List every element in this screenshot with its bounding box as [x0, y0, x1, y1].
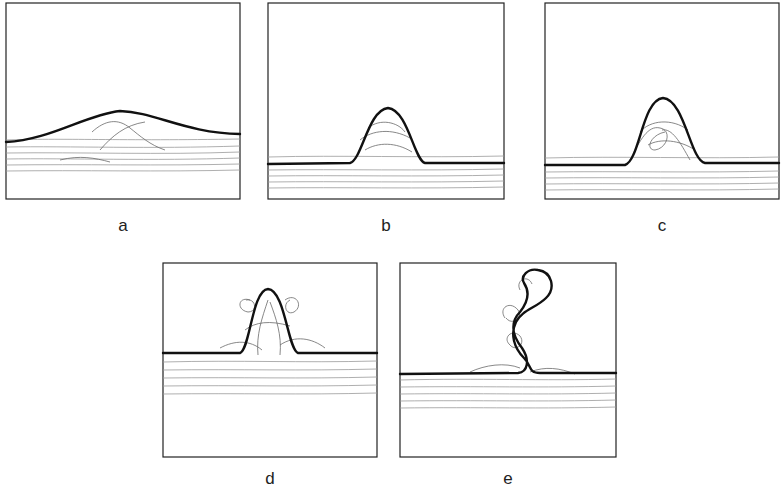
panel-label: a — [118, 217, 127, 234]
panel-b — [268, 3, 504, 199]
panel-label: c — [658, 217, 667, 234]
panel-c — [545, 3, 779, 199]
panel-e — [400, 263, 616, 457]
panel-label: b — [381, 217, 390, 234]
panel-d — [163, 263, 377, 457]
panel-label: d — [265, 470, 274, 487]
panel-a — [6, 3, 240, 199]
panel-label: e — [503, 470, 512, 487]
